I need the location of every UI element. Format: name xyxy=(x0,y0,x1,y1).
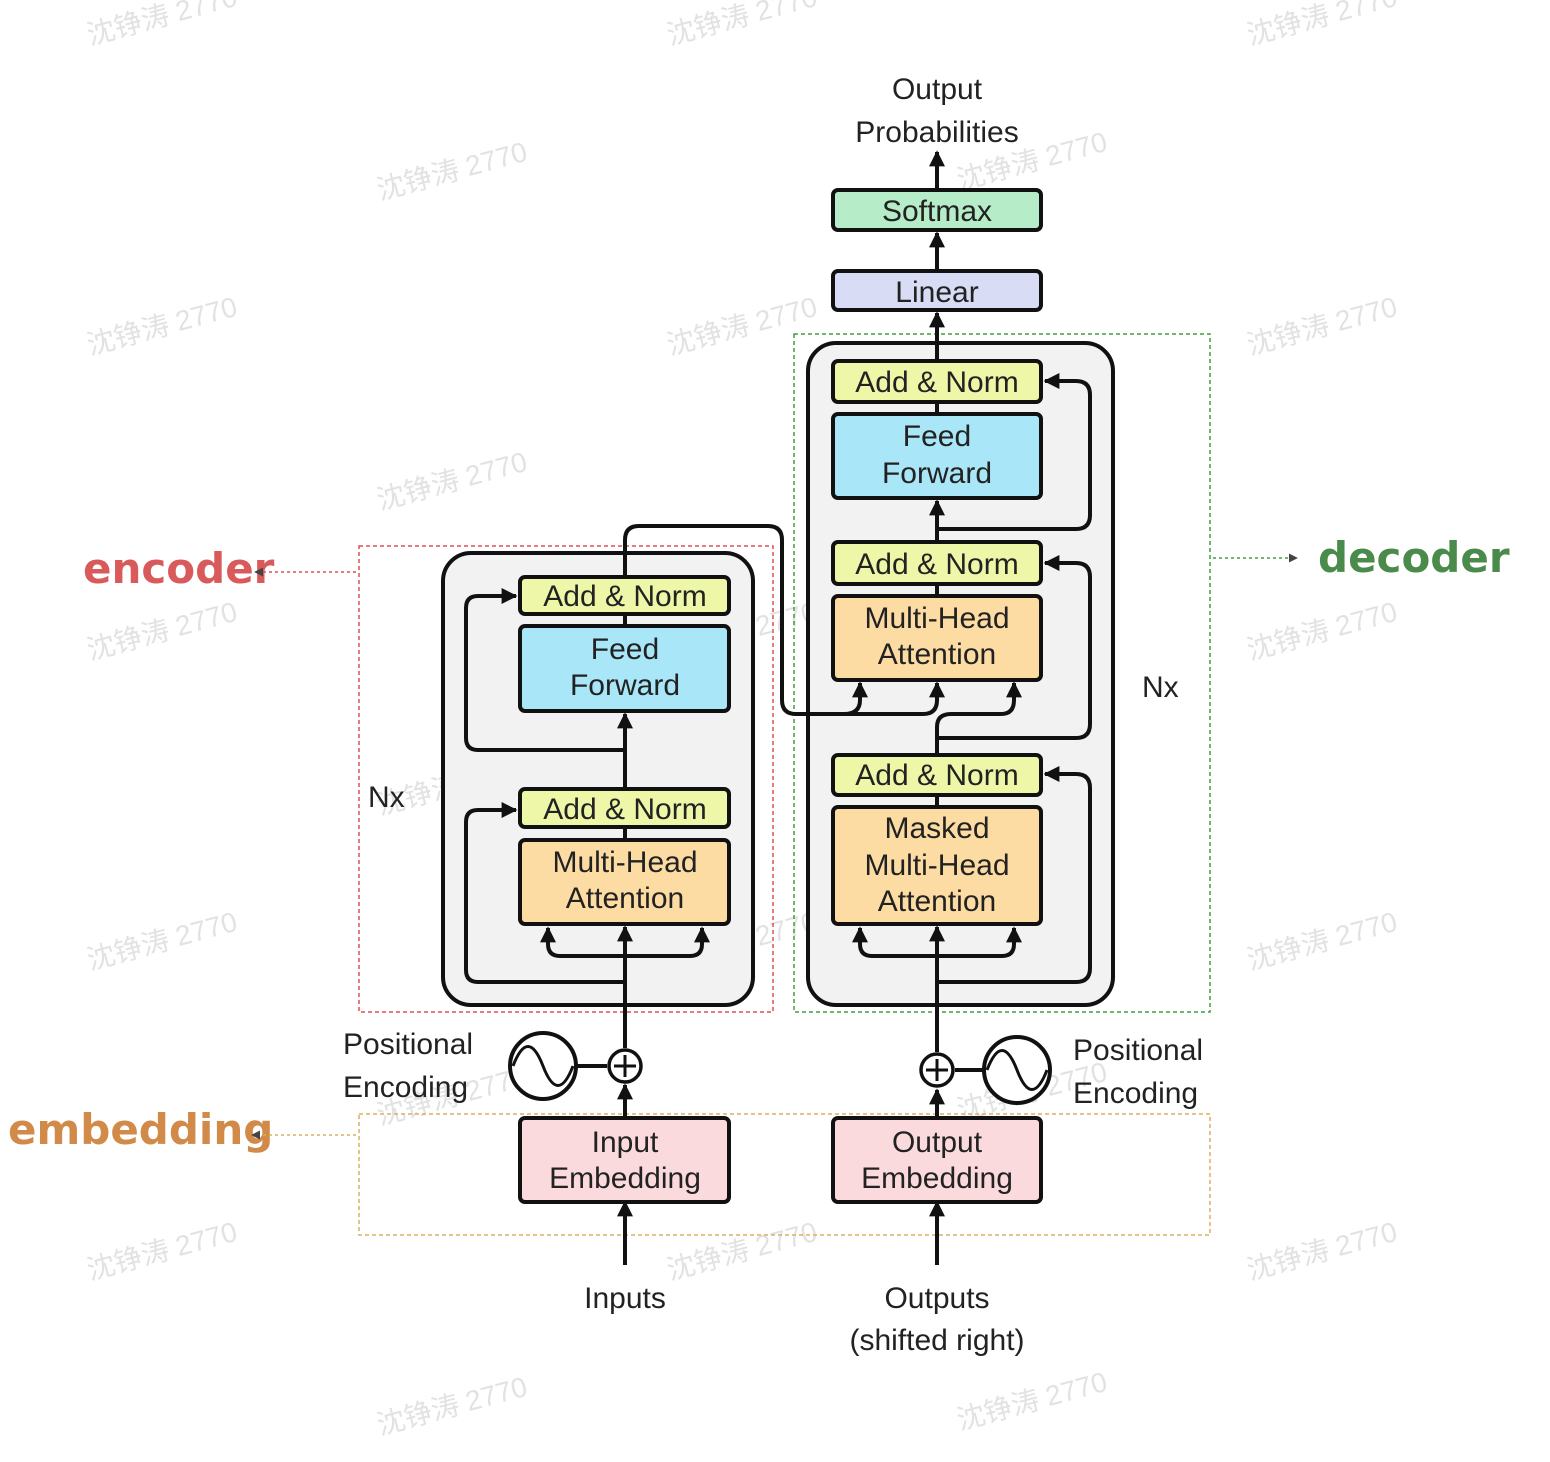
softmax-label: Softmax xyxy=(882,195,992,228)
decoder-mha-label-1: Multi-Head xyxy=(864,602,1009,635)
watermark-text: 沈铮涛 2770 xyxy=(1244,291,1401,361)
linear-block: Linear xyxy=(831,269,1043,312)
encoder-multi-head-attention: Multi-Head Attention xyxy=(518,838,731,926)
decoder-add-circle xyxy=(919,1052,955,1088)
encoder-add-norm-top-label: Add & Norm xyxy=(543,580,706,613)
watermark-text: 沈铮涛 2770 xyxy=(664,0,821,51)
encoder-sine-icon xyxy=(508,1031,578,1101)
decoder-feed-forward-label-2: Forward xyxy=(882,457,992,490)
inputs-label: Inputs xyxy=(584,1282,666,1315)
encoder-positional-label-2: Encoding xyxy=(343,1071,468,1104)
decoder-add-norm-middle: Add & Norm xyxy=(831,540,1043,586)
watermark-text: 沈铮涛 2770 xyxy=(374,136,531,206)
encoder-add-norm-top: Add & Norm xyxy=(518,575,731,616)
decoder-feed-forward: Feed Forward xyxy=(831,412,1043,500)
decoder-masked-label: Masked xyxy=(884,812,989,845)
encoder-positional-label-1: Positional xyxy=(343,1028,473,1061)
input-embedding-label-2: Embedding xyxy=(549,1162,701,1195)
watermark-text: 沈铮涛 2770 xyxy=(84,291,241,361)
encoder-feed-forward: Feed Forward xyxy=(518,624,731,713)
embedding-section-label: embedding xyxy=(8,1105,273,1154)
watermark-text: 沈铮涛 2770 xyxy=(374,446,531,516)
decoder-nx-label: Nx xyxy=(1142,671,1179,704)
watermark-text: 沈铮涛 2770 xyxy=(664,291,821,361)
wires xyxy=(464,150,1092,1265)
output-probabilities-label-2: Probabilities xyxy=(855,116,1018,149)
encoder-mha-label-1: Multi-Head xyxy=(552,846,697,879)
decoder-multi-head-attention: Multi-Head Attention xyxy=(831,594,1043,682)
linear-label: Linear xyxy=(895,276,978,309)
decoder-positional-label-1: Positional xyxy=(1073,1034,1203,1067)
watermark-text: 沈铮涛 2770 xyxy=(84,596,241,666)
decoder-masked-mha-label-1: Multi-Head xyxy=(864,849,1009,882)
decoder-feed-forward-label-1: Feed xyxy=(903,420,971,453)
encoder-stack xyxy=(441,551,755,1007)
watermark-text: 沈铮涛 2770 xyxy=(84,1216,241,1286)
encoder-frame xyxy=(358,545,774,1013)
encoder-add-circle xyxy=(607,1048,643,1084)
decoder-add-norm-bottom: Add & Norm xyxy=(831,753,1043,797)
decoder-add-norm-top: Add & Norm xyxy=(831,359,1043,404)
decoder-frame xyxy=(793,333,1211,1013)
decoder-mha-label-2: Attention xyxy=(878,638,996,671)
softmax-block: Softmax xyxy=(831,188,1043,232)
output-embedding-label-2: Embedding xyxy=(861,1162,1013,1195)
encoder-add-norm-bottom-label: Add & Norm xyxy=(543,793,706,826)
watermark-text: 沈铮涛 2770 xyxy=(664,1216,821,1286)
input-embedding-label-1: Input xyxy=(592,1126,659,1159)
outputs-label-1: Outputs xyxy=(884,1282,989,1315)
decoder-add-norm-middle-label: Add & Norm xyxy=(855,548,1018,581)
decoder-add-norm-bottom-label: Add & Norm xyxy=(855,759,1018,792)
output-probabilities-label-1: Output xyxy=(892,73,983,106)
input-embedding: Input Embedding xyxy=(518,1116,731,1204)
watermark-text: 沈铮涛 2770 xyxy=(84,906,241,976)
encoder-mha-label-2: Attention xyxy=(566,882,684,915)
watermark-text: 沈铮涛 2770 xyxy=(1244,596,1401,666)
decoder-masked-mha-label-2: Attention xyxy=(878,885,996,918)
watermark-text: 沈铮涛 2770 xyxy=(374,1371,531,1441)
outputs-label-2: (shifted right) xyxy=(849,1324,1024,1357)
decoder-sine-icon xyxy=(982,1035,1052,1105)
output-embedding: Output Embedding xyxy=(831,1116,1043,1204)
embedding-frame xyxy=(358,1113,1211,1236)
encoder-feed-forward-label-2: Forward xyxy=(570,669,680,702)
decoder-masked-multi-head-attention: Masked Multi-Head Attention xyxy=(831,805,1043,926)
decoder-positional-label-2: Encoding xyxy=(1073,1077,1198,1110)
encoder-add-norm-bottom: Add & Norm xyxy=(518,787,731,829)
encoder-nx-label: Nx xyxy=(368,781,405,814)
output-embedding-label-1: Output xyxy=(892,1126,983,1159)
watermark-text: 沈铮涛 2770 xyxy=(84,0,241,51)
watermark-text: 沈铮涛 2770 xyxy=(1244,1216,1401,1286)
watermark-text: 沈铮涛 2770 xyxy=(954,1366,1111,1436)
watermark-text: 沈铮涛 2770 xyxy=(1244,0,1401,51)
decoder-add-norm-top-label: Add & Norm xyxy=(855,366,1018,399)
encoder-section-label: encoder xyxy=(83,544,275,593)
decoder-section-label: decoder xyxy=(1318,533,1510,582)
encoder-feed-forward-label-1: Feed xyxy=(591,633,659,666)
watermark-text: 沈铮涛 2770 xyxy=(1244,906,1401,976)
